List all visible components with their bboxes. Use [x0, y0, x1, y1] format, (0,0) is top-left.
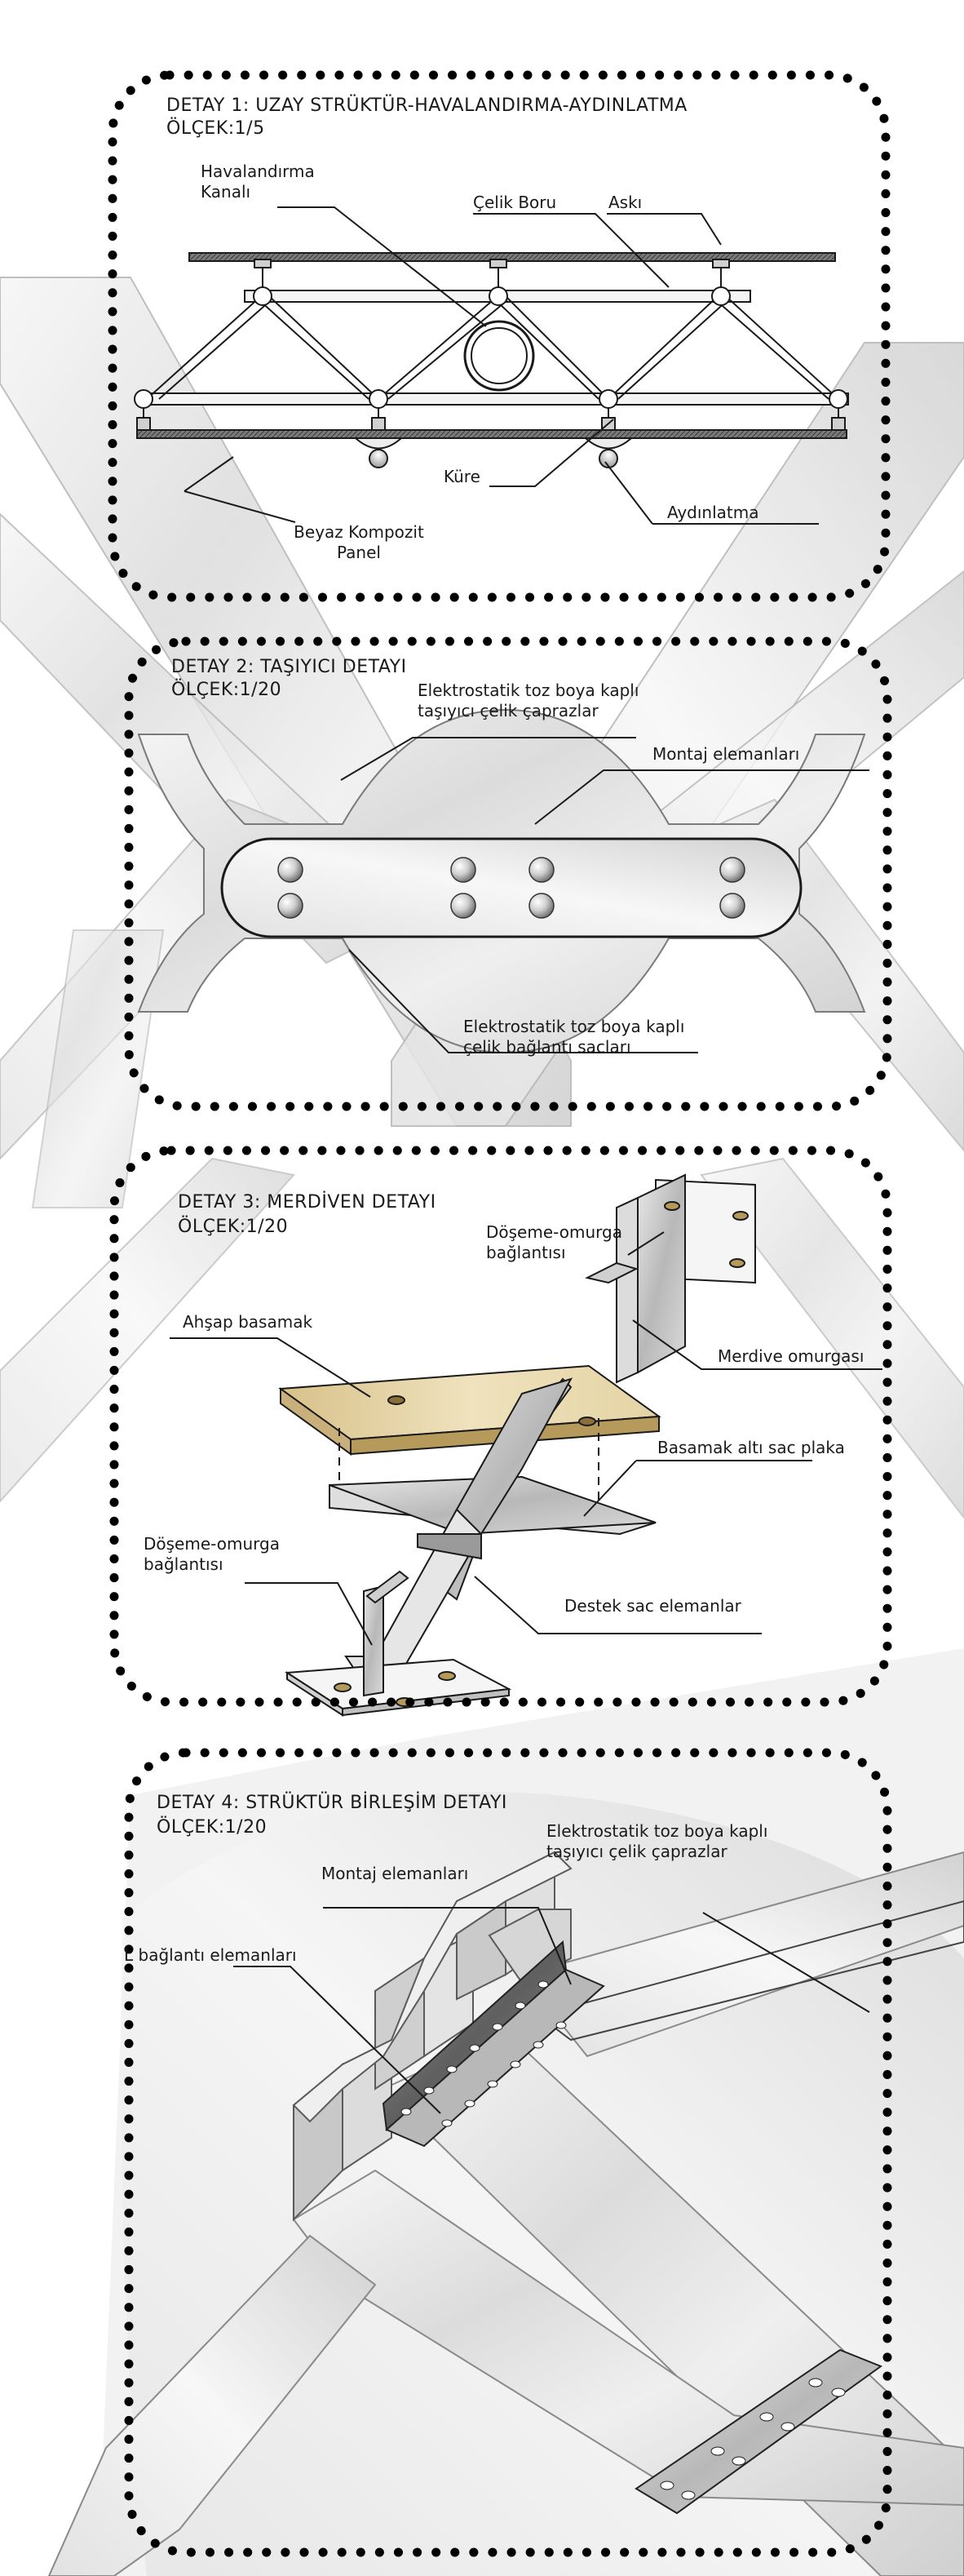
label-ventilation-duct: Havalandırma Kanalı [201, 162, 315, 202]
label-mounting-elements: Montaj elemanları [652, 744, 800, 764]
plate-bolts [660, 2378, 846, 2500]
detail3-scale: ÖLÇEK:1/20 [178, 1217, 289, 1237]
detail1-nodes [134, 286, 848, 409]
detail4-scale: ÖLÇEK:1/20 [157, 1817, 268, 1838]
truss-node [253, 286, 272, 306]
label-floor-spine-connection-top: Döşeme-omurga bağlantısı [486, 1222, 622, 1262]
label-composite-panel: Beyaz Kompozit Panel [294, 522, 424, 562]
leader-lines [170, 206, 882, 2114]
label-steel-pipe: Çelik Boru [473, 193, 557, 212]
detail1-title: DETAY 1: UZAY STRÜKTÜR-HAVALANDIRMA-AYDI… [166, 95, 688, 116]
label-wooden-step: Ahşap basamak [183, 1312, 313, 1332]
detail2-title: DETAY 2: TAŞIYICI DETAYI [171, 657, 407, 677]
bolt [277, 893, 303, 919]
detail4-frame [124, 1748, 892, 2557]
bracket-holes [400, 1980, 567, 2127]
label-floor-spine-connection-bottom: Döşeme-omurga bağlantısı [144, 1534, 280, 1574]
detail-frames [108, 70, 892, 2557]
bolt [719, 893, 745, 919]
detail3-title: DETAY 3: MERDİVEN DETAYI [178, 1192, 436, 1213]
truss-node [711, 286, 731, 306]
truss-node [134, 389, 153, 409]
detail2-bolts [277, 857, 745, 919]
bolt [277, 857, 303, 883]
detail2-joint [137, 708, 866, 1054]
label-steel-braces-4: Elektrostatik toz boya kaplı taşıyıcı çe… [546, 1821, 768, 1861]
detail2-scale: ÖLÇEK:1/20 [171, 680, 282, 700]
bolt [528, 857, 555, 883]
detail1-scale: ÖLÇEK:1/5 [166, 118, 265, 139]
detail2-frame [124, 636, 892, 1111]
truss-node [829, 389, 848, 409]
detail4-junction [47, 1648, 964, 2576]
detail3-stair [278, 1173, 756, 1717]
truss-node [369, 389, 388, 409]
detail1-truss [136, 252, 849, 468]
label-sphere: Küre [444, 467, 480, 486]
bolt [450, 857, 476, 883]
label-steel-braces: Elektrostatik toz boya kaplı taşıyıcı çe… [418, 681, 639, 720]
label-support-plates: Destek sac elemanlar [564, 1596, 741, 1616]
bolt [450, 893, 476, 919]
truss-node [489, 286, 508, 306]
label-stair-spine: Merdive omurgası [718, 1346, 865, 1366]
detail4-title: DETAY 4: STRÜKTÜR BİRLEŞİM DETAYI [157, 1793, 507, 1813]
label-under-step-plate: Basamak altı sac plaka [657, 1438, 845, 1457]
label-mounting-elements-4: Montaj elemanları [321, 1864, 469, 1883]
label-lighting: Aydınlatma [667, 503, 759, 522]
detail3-frame [109, 1146, 892, 1707]
label-l-connectors: L bağlantı elemanları [124, 1945, 297, 1965]
bolt [528, 893, 555, 919]
label-connection-plates: Elektrostatik toz boya kaplı çelik bağla… [463, 1017, 685, 1057]
label-hanger: Askı [608, 193, 643, 212]
truss-node [599, 389, 618, 409]
bolt [719, 857, 745, 883]
